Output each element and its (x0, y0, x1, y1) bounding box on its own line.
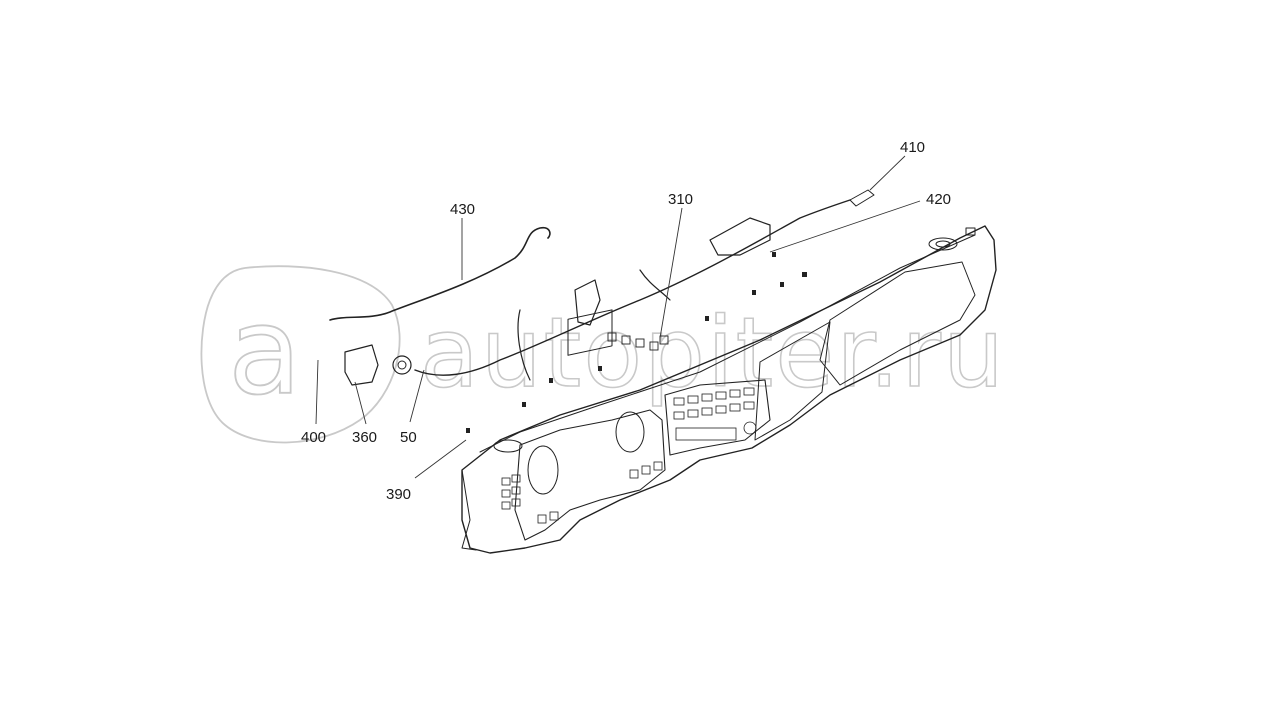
left-switch-block (501, 461, 663, 524)
callout-labels: 410 420 430 310 400 360 50 390 (301, 139, 951, 503)
callout-430: 430 (450, 201, 475, 218)
connector-row (607, 332, 669, 351)
callout-50: 50 (400, 429, 417, 446)
callout-390: 390 (386, 486, 411, 503)
leader-310 (659, 207, 683, 339)
watermark: a autopiter.ru (200, 265, 1005, 444)
console-buttons (673, 387, 757, 441)
callout-420: 420 (926, 191, 951, 208)
leader-390 (414, 439, 467, 479)
callout-410: 410 (900, 139, 925, 156)
watermark-logo-badge (200, 265, 401, 444)
callout-310: 310 (668, 191, 693, 208)
leader-lines (315, 155, 921, 479)
callout-400: 400 (301, 429, 326, 446)
leader-400 (315, 359, 319, 425)
leader-420 (769, 200, 921, 253)
leader-50 (409, 369, 425, 423)
dashboard-panel (461, 225, 997, 554)
fasteners (466, 252, 807, 433)
watermark-logo-letter: a (228, 283, 302, 422)
leader-410 (869, 155, 906, 191)
callout-360: 360 (352, 429, 377, 446)
leader-360 (354, 381, 367, 425)
wiring-harness (329, 189, 875, 433)
